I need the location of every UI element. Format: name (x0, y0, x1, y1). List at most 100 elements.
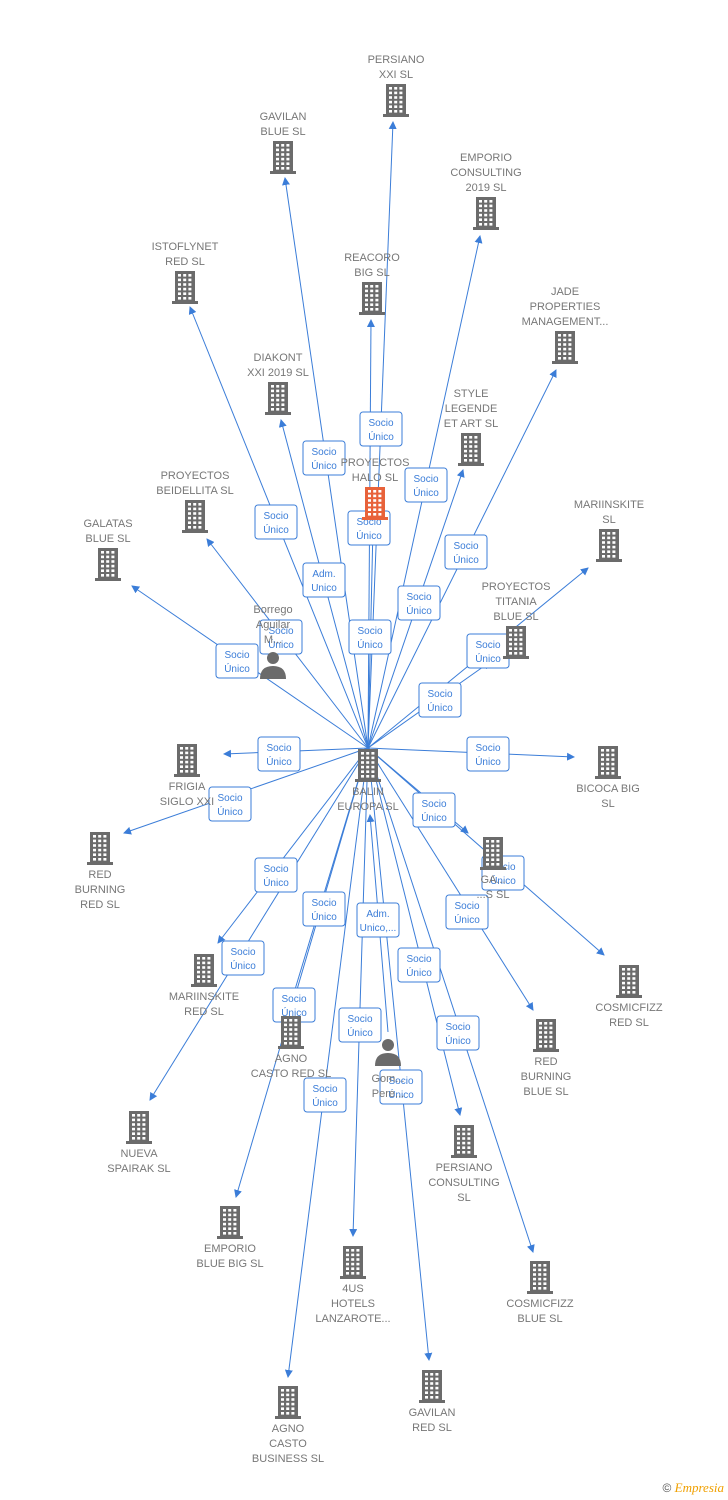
node-label: BLUE SL (85, 533, 130, 545)
company-node[interactable]: BICOCA BIG SL (576, 746, 640, 810)
person-node[interactable]: Gom...Pere... (371, 1039, 405, 1100)
node-label: RED SL (80, 899, 120, 911)
relation-tag[interactable]: Adm.Unico,... (356, 902, 400, 938)
relation-label: Único (445, 1034, 471, 1047)
relation-label: Único (230, 959, 256, 972)
node-label: EMPORIO (460, 152, 512, 164)
company-node[interactable]: 4USHOTELSLANZAROTE... (315, 1246, 391, 1325)
relation-label: Socio (347, 1014, 372, 1025)
node-label: Pere... (372, 1088, 404, 1100)
relation-label: Socio (475, 743, 500, 754)
node-label: BICOCA BIG (576, 783, 640, 795)
relation-label: Único (266, 755, 292, 768)
company-node[interactable]: GALATAS BLUE SL (83, 518, 133, 581)
company-node[interactable]: GA......S SL (476, 837, 510, 901)
relation-label: Adm. (366, 909, 389, 920)
node-label: EUROPA SL (337, 801, 399, 813)
relation-label: Socio (413, 474, 438, 485)
node-label: M... (264, 634, 282, 646)
node-label: MARIINSKITE (169, 991, 239, 1003)
node-label: BURNING (521, 1071, 572, 1083)
person-node[interactable]: BorregoAguilarM... (253, 604, 293, 679)
relation-label: Único (311, 910, 337, 923)
node-label: GA... (480, 874, 505, 886)
company-node[interactable]: COSMICFIZZ BLUE SL (506, 1261, 574, 1325)
relation-label: Único (224, 662, 250, 675)
node-label: MANAGEMENT... (522, 316, 609, 328)
node-label: SL (602, 514, 615, 526)
node-label: JADE (551, 286, 579, 298)
node-label: COSMICFIZZ (506, 1298, 573, 1310)
relation-label: Socio (445, 1022, 470, 1033)
node-label: AGNO (272, 1423, 305, 1435)
node-label: PERSIANO (368, 54, 425, 66)
company-node[interactable]: JADE PROPERTIES MANAGEMENT... (522, 286, 609, 364)
node-label: GAVILAN (260, 111, 307, 123)
relation-label: Único (268, 638, 294, 651)
relation-label: Único (263, 876, 289, 889)
node-label: BLUE SL (517, 1313, 562, 1325)
node-label: Borrego (253, 604, 292, 616)
relation-tag[interactable]: Adm.Unico (302, 562, 346, 598)
relation-label: Único (217, 805, 243, 818)
relation-label: Único (406, 604, 432, 617)
node-label: SL (601, 798, 614, 810)
relation-label: Único (368, 430, 394, 443)
node-label: HALO SL (352, 472, 398, 484)
node-label: PROPERTIES (530, 301, 601, 313)
relation-label: Único (475, 652, 501, 665)
relation-label: Único (490, 874, 516, 887)
node-label: GALATAS (83, 518, 132, 530)
relation-label: Único (427, 701, 453, 714)
relation-label: Socio (263, 511, 288, 522)
